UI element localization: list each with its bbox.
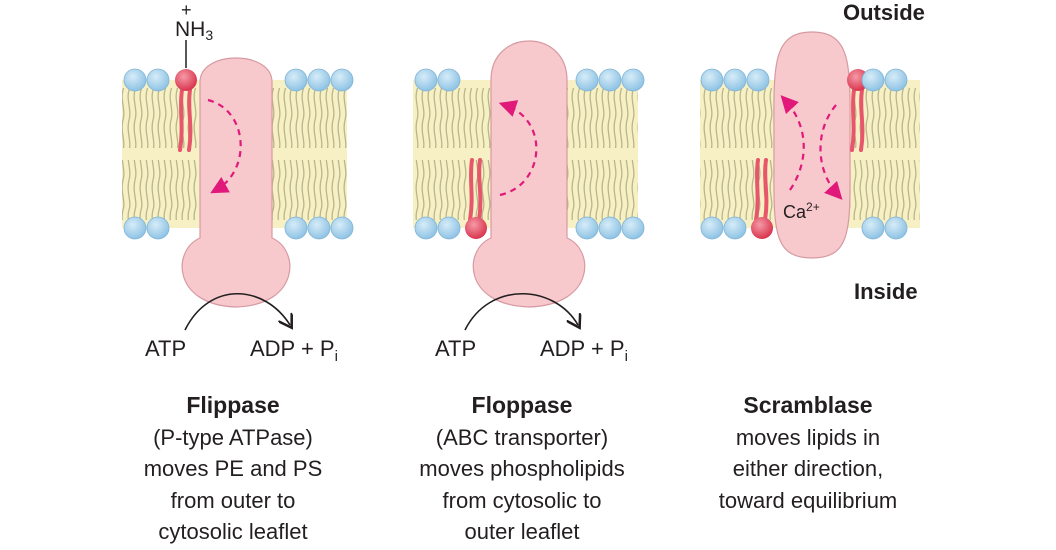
flippase-marked-lipid — [175, 40, 197, 152]
headgroup — [146, 216, 170, 240]
floppase-atp-label: ATP — [435, 336, 477, 361]
floppase-atp-arrow — [464, 293, 578, 331]
floppase-line-2: moves phospholipids — [419, 456, 625, 481]
scramblase-marked-lipid-inner — [751, 158, 773, 239]
scramblase-line-3: toward equilibrium — [718, 487, 898, 513]
scramblase-arrow-up — [780, 95, 805, 191]
headgroup — [598, 68, 622, 92]
headgroup — [307, 68, 331, 92]
flippase-flip-arrow — [207, 98, 242, 194]
calcium-label: Ca2+ — [783, 200, 820, 223]
scramblase-caption: Scramblase moves lipids in either direct… — [658, 390, 958, 516]
scramblase-line-2: either direction, — [732, 456, 884, 481]
headgroup — [123, 68, 147, 92]
headgroup — [330, 68, 354, 92]
scramblase-title: Scramblase — [743, 392, 873, 418]
headgroup — [437, 68, 461, 92]
headgroup — [437, 216, 461, 240]
floppase-caption: Floppase (ABC transporter) moves phospho… — [372, 390, 672, 548]
flippase-line-4: cytosolic leaflet — [158, 519, 308, 544]
headgroup — [284, 68, 308, 92]
headgroup — [598, 216, 622, 240]
headgroup — [723, 216, 747, 240]
floppase-adp-sub: i — [624, 348, 628, 365]
nh3-label: + NH3 — [175, 0, 214, 43]
flippase-adp-text: ADP + P — [250, 336, 335, 361]
headgroup — [861, 68, 885, 92]
flippase-caption: Flippase (P-type ATPase) moves PE and PS… — [83, 390, 383, 548]
floppase-marked-lipid — [465, 158, 487, 239]
flippase-line-3: from outer to — [170, 487, 296, 513]
headgroup — [700, 216, 724, 240]
flippase-line-1: (P-type ATPase) — [153, 424, 313, 450]
nh3-sub: 3 — [205, 27, 214, 43]
scramblase-panel — [700, 31, 920, 259]
flippase-atp-label: ATP — [145, 336, 187, 361]
floppase-adp-label: ADP + Pi — [540, 336, 628, 365]
headgroup — [146, 68, 170, 92]
flippase-panel — [122, 40, 347, 331]
headgroup — [884, 216, 908, 240]
inside-label: Inside — [854, 279, 918, 304]
calcium-charge: 2+ — [806, 200, 820, 214]
headgroup — [621, 216, 645, 240]
headgroup — [575, 216, 599, 240]
nh3-main: NH — [175, 18, 206, 41]
headgroup — [621, 68, 645, 92]
floppase-adp-text: ADP + P — [540, 336, 625, 361]
floppase-line-3: from cytosolic to — [442, 487, 602, 513]
headgroup — [307, 216, 331, 240]
headgroup — [861, 216, 885, 240]
flippase-adp-label: ADP + Pi — [250, 336, 338, 365]
headgroup — [330, 216, 354, 240]
headgroup — [723, 68, 747, 92]
headgroup — [414, 68, 438, 92]
scramblase-line-1: moves lipids in — [735, 424, 881, 450]
flippase-title: Flippase — [186, 392, 280, 418]
floppase-line-1: (ABC transporter) — [435, 424, 609, 450]
lipid-headgroups — [123, 68, 908, 240]
floppase-flop-arrow — [498, 100, 538, 197]
flippase-adp-sub: i — [334, 348, 338, 365]
scramblase-arrow-down — [819, 104, 843, 200]
flippase-line-2: moves PE and PS — [143, 456, 323, 481]
calcium-main: Ca — [783, 202, 807, 222]
headgroup — [746, 68, 770, 92]
headgroup — [414, 216, 438, 240]
headgroup — [575, 68, 599, 92]
headgroup — [700, 68, 724, 92]
headgroup — [123, 216, 147, 240]
nh3-charge: + — [181, 0, 192, 20]
outside-label: Outside — [843, 0, 925, 25]
scramblase-protein — [773, 31, 851, 259]
flippase-atp-arrow — [184, 293, 290, 331]
floppase-title: Floppase — [471, 392, 573, 418]
flippase-protein — [181, 57, 291, 308]
headgroup — [884, 68, 908, 92]
headgroup — [284, 216, 308, 240]
floppase-line-4: outer leaflet — [464, 519, 580, 544]
floppase-panel — [413, 40, 638, 331]
